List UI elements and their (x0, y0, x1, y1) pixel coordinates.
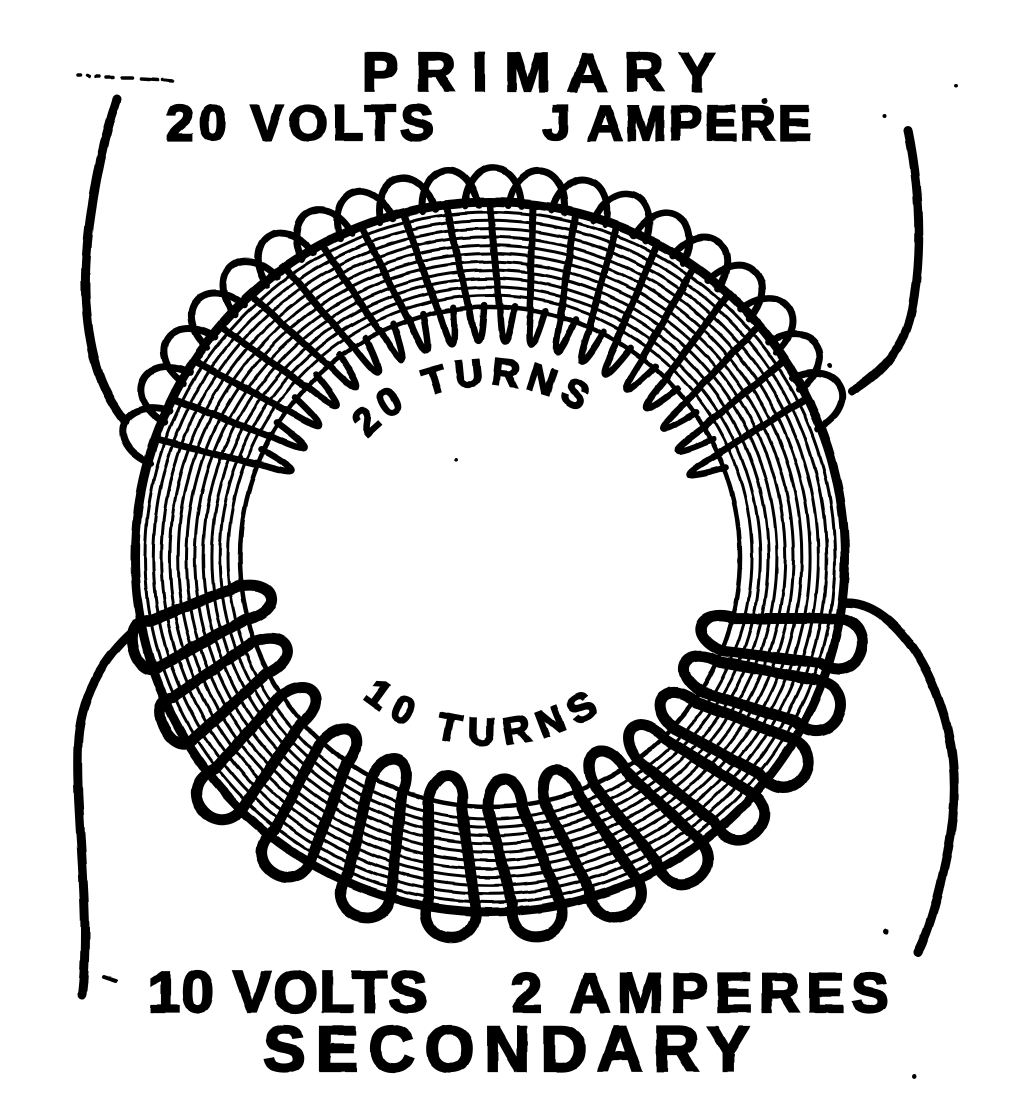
svg-text:SECONDARY: SECONDARY (263, 1013, 760, 1085)
svg-text:J AMPERE: J AMPERE (543, 96, 813, 151)
svg-text:2 AMPERES: 2 AMPERES (511, 961, 896, 1024)
svg-text:10 VOLTS: 10 VOLTS (148, 960, 429, 1025)
svg-text:PRIMARY: PRIMARY (362, 41, 733, 103)
svg-text:20 VOLTS: 20 VOLTS (166, 95, 438, 151)
